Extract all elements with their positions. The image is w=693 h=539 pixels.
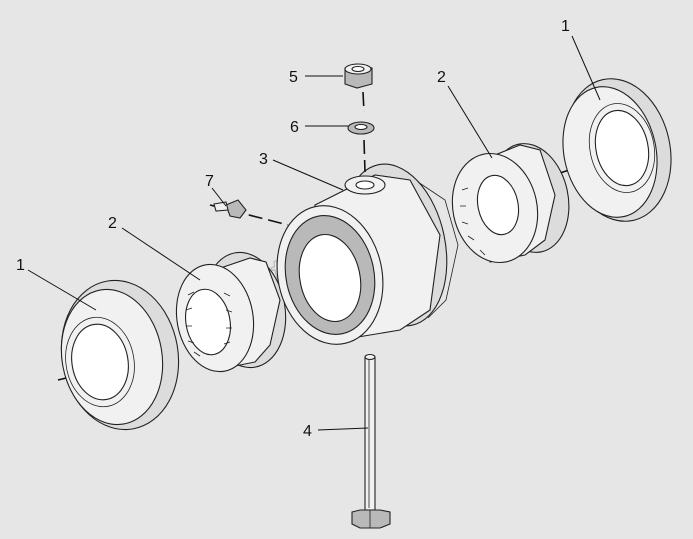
callout-labels: 1 2 5 6 3 7 2 1 4 xyxy=(16,18,570,440)
bearing-cup-left xyxy=(60,279,180,431)
grease-fitting xyxy=(213,199,247,219)
splined-gear-left xyxy=(175,251,287,373)
callout-3: 3 xyxy=(259,151,268,168)
leader-lines xyxy=(27,35,601,431)
spring-washer xyxy=(347,121,375,135)
splined-gear-right xyxy=(451,143,570,264)
callout-5: 5 xyxy=(289,69,298,86)
bearing-cup-right xyxy=(562,78,672,222)
callout-6: 6 xyxy=(290,119,299,136)
differential-housing xyxy=(276,163,459,345)
callout-1-right: 1 xyxy=(561,18,570,35)
callout-2-left: 2 xyxy=(108,215,117,232)
callout-4: 4 xyxy=(303,423,312,440)
callout-2-right: 2 xyxy=(437,69,446,86)
vertical-axis-mid xyxy=(363,139,366,173)
callout-7: 7 xyxy=(205,173,214,190)
vertical-axis-top xyxy=(362,91,365,113)
long-bolt xyxy=(351,353,391,529)
callout-1-left: 1 xyxy=(16,257,25,274)
hex-nut xyxy=(344,63,373,89)
